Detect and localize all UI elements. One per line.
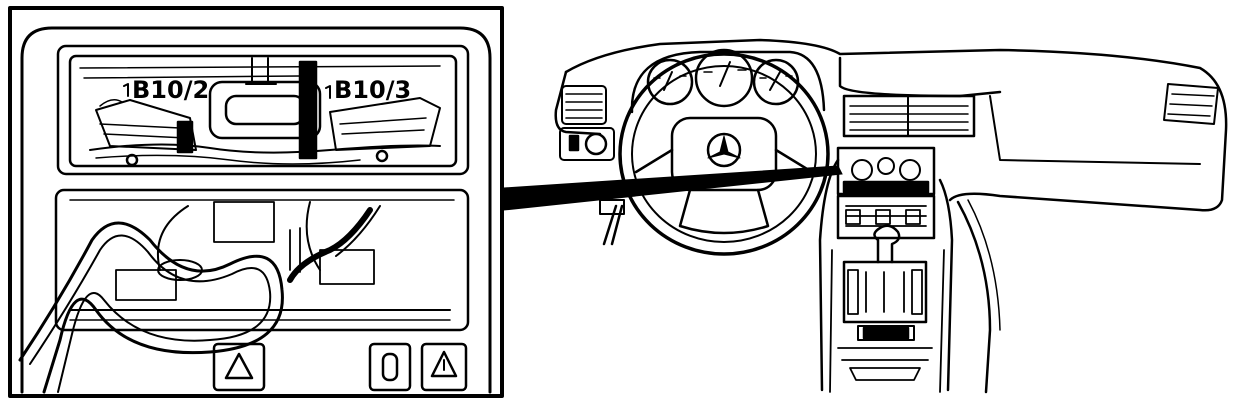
console-switch-row <box>857 325 915 341</box>
lower-recess <box>54 188 470 332</box>
gauge-left <box>646 58 694 106</box>
foreground-cable <box>18 221 284 394</box>
hazard-switch-right <box>420 342 468 392</box>
callout-b10-2: B10/2 <box>132 76 209 104</box>
three-pointed-star-icon <box>706 132 742 168</box>
center-console <box>818 158 954 393</box>
warning-triangle-icon <box>224 352 254 380</box>
switch-center <box>368 342 412 392</box>
center-stack <box>836 146 936 240</box>
right-air-vent <box>1163 83 1219 125</box>
sensor-housing <box>208 80 322 140</box>
wiper-stalk <box>602 204 624 246</box>
detail-view <box>8 6 504 398</box>
warning-triangle-icon <box>430 350 458 378</box>
left-air-vent <box>561 85 607 125</box>
hazard-switch-left <box>212 342 266 392</box>
detail-pointer <box>503 165 843 211</box>
bottom-switches <box>212 342 468 392</box>
gear-lever <box>873 224 901 264</box>
callout-b10-3: B10/3 <box>334 76 411 104</box>
dashboard-outline <box>564 38 1228 212</box>
gear-selector-panel <box>842 260 928 324</box>
speedometer <box>694 48 754 108</box>
dashboard-overview <box>554 38 1228 394</box>
center-air-vents <box>842 94 976 138</box>
detail-frame <box>8 6 504 398</box>
airbag-hub <box>670 116 778 192</box>
sensor-b10-3 <box>329 97 441 151</box>
wiring-harness <box>287 207 373 283</box>
steering-wheel <box>618 52 830 256</box>
console-bezel <box>20 26 492 394</box>
left-switch-panel <box>559 127 615 161</box>
upper-recess <box>56 44 470 176</box>
